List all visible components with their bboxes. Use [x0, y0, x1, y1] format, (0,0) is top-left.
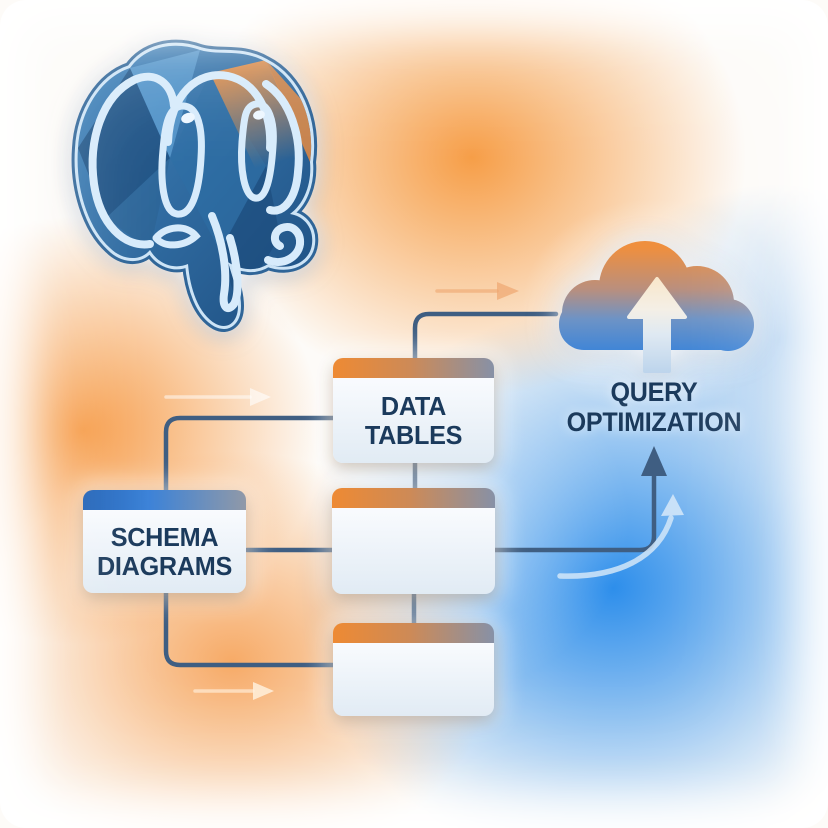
faint-arrow-right-icon-left: [164, 388, 271, 406]
cloud-upload-icon: [559, 241, 754, 373]
data-tables-body: DATA TABLES: [333, 378, 494, 463]
elephant-outline-details: [88, 71, 305, 313]
schema-diagrams-node: SCHEMA DIAGRAMS: [83, 490, 246, 593]
elephant-left-eye: [181, 112, 195, 124]
elephant-left-ear: [88, 72, 178, 249]
connector-schema-to-row3: [163, 588, 337, 668]
elephant-right-eye: [253, 110, 265, 120]
schema-diagrams-label: SCHEMA DIAGRAMS: [97, 521, 232, 581]
elephant-tusk-curl: [264, 223, 305, 266]
elephant-mouth: [152, 224, 201, 249]
empty-table-node-2: [333, 623, 494, 716]
data-tables-node: DATA TABLES: [333, 358, 494, 463]
faint-arrow-right-icon-top: [435, 282, 519, 300]
curved-arrow-shaft: [557, 515, 674, 579]
cloud-body: [559, 241, 754, 351]
data-tables-header-bar: [333, 358, 494, 378]
empty-table-1-body: [332, 508, 495, 594]
upload-arrow-icon: [627, 277, 687, 373]
elephant-right-face: [238, 100, 277, 202]
faint-arrow-right-icon-bottom: [193, 682, 274, 700]
connector-row2-to-optimization: [491, 473, 657, 553]
empty-table-2-body: [333, 643, 494, 716]
curved-arrow-up-icon: [557, 494, 684, 579]
arrow-up-icon: [641, 446, 667, 476]
elephant-trunk: [208, 212, 242, 313]
elephant-right-ear: [262, 80, 303, 215]
connector-lines: [163, 311, 657, 668]
schema-diagrams-header-bar: [83, 490, 246, 510]
query-optimization-label: QUERY OPTIMIZATION: [566, 377, 742, 438]
connector-tables-to-cloud: [412, 311, 559, 362]
postgresql-elephant-icon: [78, 46, 316, 326]
connector-schema-to-tables: [163, 415, 337, 495]
data-tables-label: DATA TABLES: [364, 390, 463, 450]
empty-table-1-header-bar: [332, 488, 495, 508]
elephant-left-face: [158, 102, 205, 218]
curved-arrow-head: [661, 494, 684, 516]
schema-diagrams-body: SCHEMA DIAGRAMS: [83, 510, 246, 593]
empty-table-node-1: [332, 488, 495, 594]
empty-table-2-header-bar: [333, 623, 494, 643]
